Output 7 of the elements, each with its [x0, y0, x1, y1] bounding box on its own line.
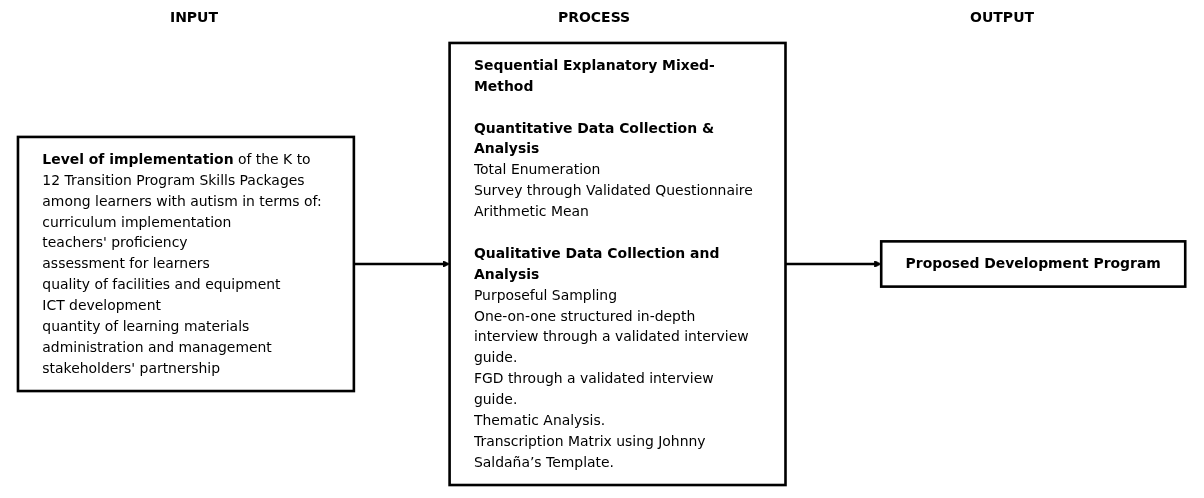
arrow	[785, 260, 882, 268]
column-heading: PROCESS	[557, 9, 631, 25]
node-box: Level of implementation of the K to 12 Transition Program Skills Packages among learners with autism in terms of: curriculum implementation teachers' proficiency assessment for learners quality of facilities and equipment ICT development quantity of learning materials administration and management stakeholders' partnership	[17, 135, 356, 393]
column-heading: INPUT	[169, 9, 219, 25]
node-box: Sequential Explanatory Mixed- Method Quantitative Data Collection & Analysis Total Enumeration Survey through Validated Questionnaire Arithmetic Mean Qualitative Data Collection and Analysis Purposeful Sampling One-on-one structured in-depth interview through a validated interview guide. FGD through a validated interview guide. Thematic Analysis. Transcription Matrix using Johnny Saldaña’s Template.	[448, 41, 788, 487]
node-box: Proposed Development Program	[880, 240, 1187, 288]
column-heading: OUTPUT	[970, 9, 1035, 25]
